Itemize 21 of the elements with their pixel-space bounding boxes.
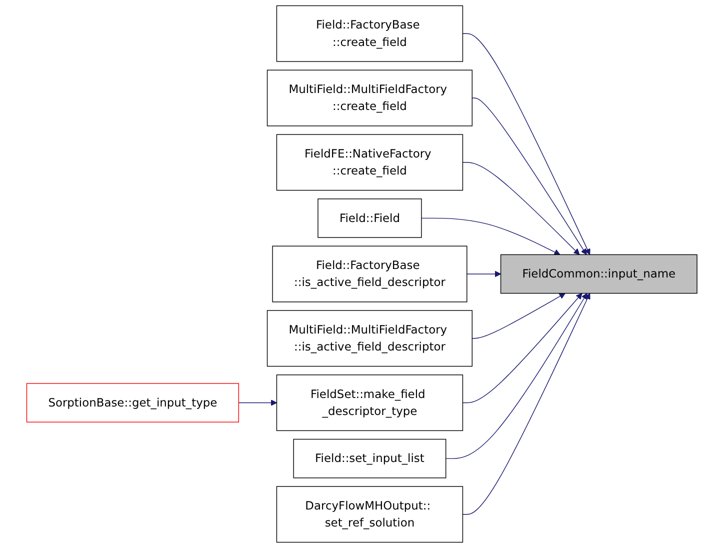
node-box: FieldFE::NativeFactory ::create_field	[276, 134, 463, 191]
arrow	[462, 162, 580, 255]
arrow	[445, 293, 588, 459]
node-box: MultiField::MultiFieldFactory ::is_active_field_descriptor	[266, 310, 472, 367]
node-box: MultiField::MultiFieldFactory ::create_field	[266, 70, 472, 126]
node-box: Field::Field	[317, 198, 422, 238]
node-box: FieldCommon::input_name	[500, 254, 697, 294]
node-box: FieldSet::make_field _descriptor_type	[276, 374, 463, 432]
node-box: Field::set_input_list	[292, 438, 446, 478]
arrow	[462, 293, 582, 404]
arrow	[471, 293, 566, 339]
arrow	[466, 270, 501, 278]
node-box: SorptionBase::get_input_type	[26, 383, 239, 422]
arrow	[462, 33, 590, 255]
node-box: Field::FactoryBase ::create_field	[276, 5, 463, 62]
arrow	[238, 400, 277, 406]
arrow	[420, 218, 560, 255]
node-box: Field::FactoryBase ::is_active_field_descriptor	[272, 246, 467, 302]
arrow	[471, 98, 586, 255]
node-box: DarcyFlowMHOutput:: set_ref_solution	[276, 486, 463, 543]
arrow	[462, 293, 590, 515]
